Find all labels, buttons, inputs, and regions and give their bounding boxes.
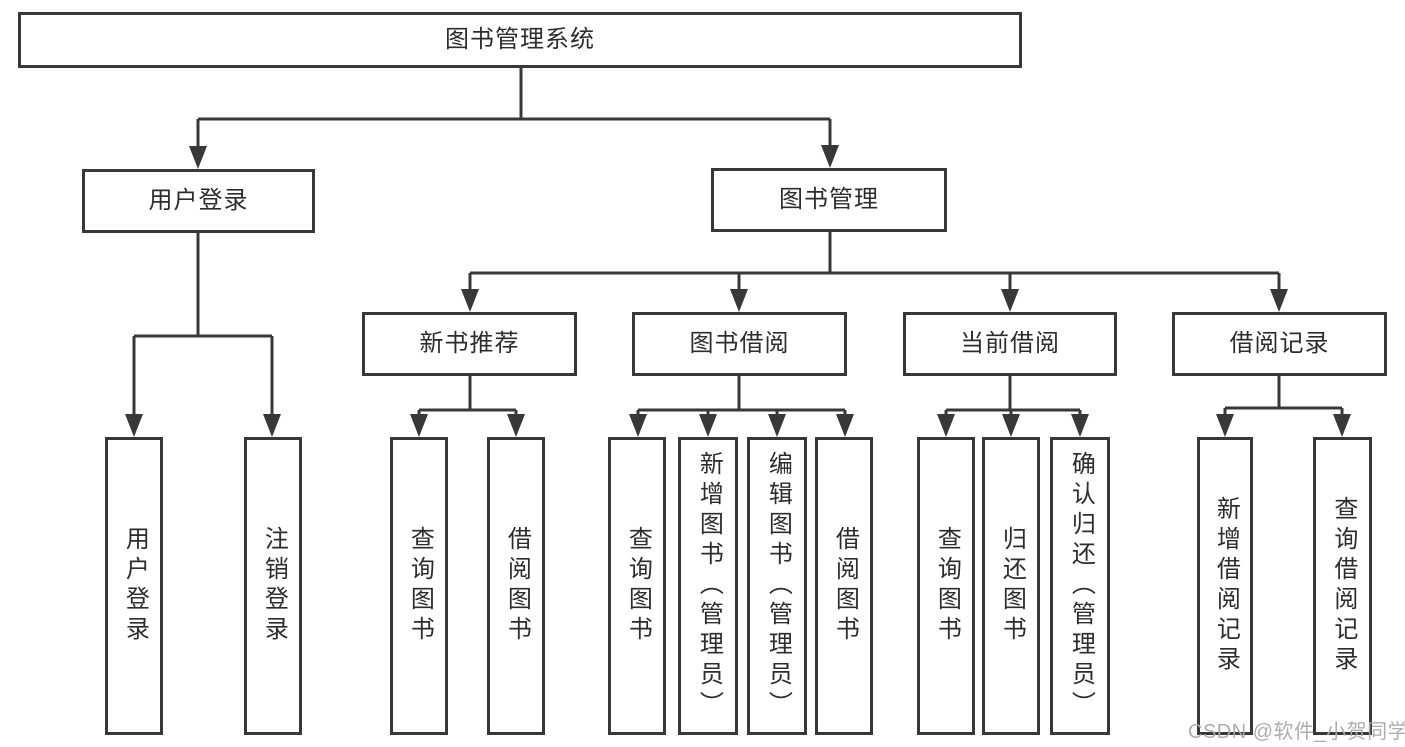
node-new-book-recommend-label: 新书推荐 bbox=[419, 329, 520, 357]
arrowhead bbox=[189, 146, 207, 169]
arrowhead bbox=[937, 414, 955, 437]
arrowhead bbox=[125, 414, 143, 437]
arrowhead bbox=[410, 414, 428, 437]
node-user-login-label: 用户登录 bbox=[148, 186, 249, 214]
arrowhead bbox=[1270, 289, 1288, 312]
arrowhead bbox=[1002, 414, 1020, 437]
leaf-borrow-book-recommend-label: 借阅图书 bbox=[503, 526, 531, 646]
arrowhead bbox=[768, 414, 786, 437]
leaf-query-borrow-record-label: 查询借阅记录 bbox=[1329, 496, 1357, 676]
node-borrow-record-label: 借阅记录 bbox=[1229, 329, 1330, 357]
leaf-confirm-return-admin-label: 确认归还（管理员） bbox=[1067, 451, 1095, 721]
node-book-management: 图书管理 bbox=[711, 168, 947, 232]
arrowhead bbox=[629, 414, 647, 437]
leaf-query-book-current: 查询图书 bbox=[917, 437, 975, 735]
leaf-query-book-recommend-label: 查询图书 bbox=[406, 526, 434, 646]
leaf-return-book: 归还图书 bbox=[982, 437, 1040, 735]
leaf-query-book-borrow-label: 查询图书 bbox=[624, 526, 652, 646]
node-book-management-label: 图书管理 bbox=[779, 185, 879, 213]
node-book-borrow: 图书借阅 bbox=[632, 312, 847, 376]
arrowhead bbox=[1071, 414, 1089, 437]
arrowhead bbox=[263, 414, 281, 437]
leaf-borrow-book: 借阅图书 bbox=[815, 437, 873, 735]
node-current-borrow-label: 当前借阅 bbox=[960, 329, 1060, 357]
leaf-return-book-label: 归还图书 bbox=[998, 526, 1026, 646]
leaf-add-book-admin-label: 新增图书（管理员） bbox=[695, 451, 723, 721]
arrowhead bbox=[461, 289, 479, 312]
node-user-login: 用户登录 bbox=[82, 169, 315, 233]
leaf-borrow-book-recommend: 借阅图书 bbox=[487, 437, 545, 735]
leaf-logout-label: 注销登录 bbox=[260, 526, 288, 646]
leaf-query-book-current-label: 查询图书 bbox=[933, 526, 961, 646]
leaf-query-borrow-record: 查询借阅记录 bbox=[1313, 437, 1372, 735]
leaf-add-borrow-record-label: 新增借阅记录 bbox=[1212, 496, 1240, 676]
node-new-book-recommend: 新书推荐 bbox=[362, 312, 577, 376]
arrowhead bbox=[507, 414, 525, 437]
leaf-logout: 注销登录 bbox=[244, 437, 302, 735]
leaf-query-book-recommend: 查询图书 bbox=[390, 437, 448, 735]
leaf-user-login: 用户登录 bbox=[105, 437, 163, 735]
node-borrow-record: 借阅记录 bbox=[1172, 312, 1387, 376]
leaf-user-login-label: 用户登录 bbox=[121, 526, 149, 646]
node-root-label: 图书管理系统 bbox=[445, 25, 595, 53]
arrowhead bbox=[730, 289, 748, 312]
arrowhead bbox=[836, 414, 854, 437]
leaf-edit-book-admin-label: 编辑图书（管理员） bbox=[764, 451, 792, 721]
arrowhead bbox=[699, 414, 717, 437]
arrowhead bbox=[1001, 289, 1019, 312]
node-book-borrow-label: 图书借阅 bbox=[689, 329, 790, 357]
node-current-borrow: 当前借阅 bbox=[903, 312, 1117, 376]
leaf-confirm-return-admin: 确认归还（管理员） bbox=[1050, 437, 1110, 735]
leaf-edit-book-admin: 编辑图书（管理员） bbox=[747, 437, 807, 735]
node-root-system: 图书管理系统 bbox=[18, 12, 1022, 68]
arrowhead bbox=[1216, 414, 1234, 437]
arrowhead bbox=[1333, 414, 1351, 437]
arrowhead bbox=[821, 145, 839, 168]
leaf-add-borrow-record: 新增借阅记录 bbox=[1197, 437, 1253, 735]
leaf-query-book-borrow: 查询图书 bbox=[608, 437, 666, 735]
leaf-add-book-admin: 新增图书（管理员） bbox=[678, 437, 738, 735]
leaf-borrow-book-label: 借阅图书 bbox=[831, 526, 859, 646]
csdn-watermark: CSDN @软件_小贺同学 bbox=[1188, 721, 1405, 743]
